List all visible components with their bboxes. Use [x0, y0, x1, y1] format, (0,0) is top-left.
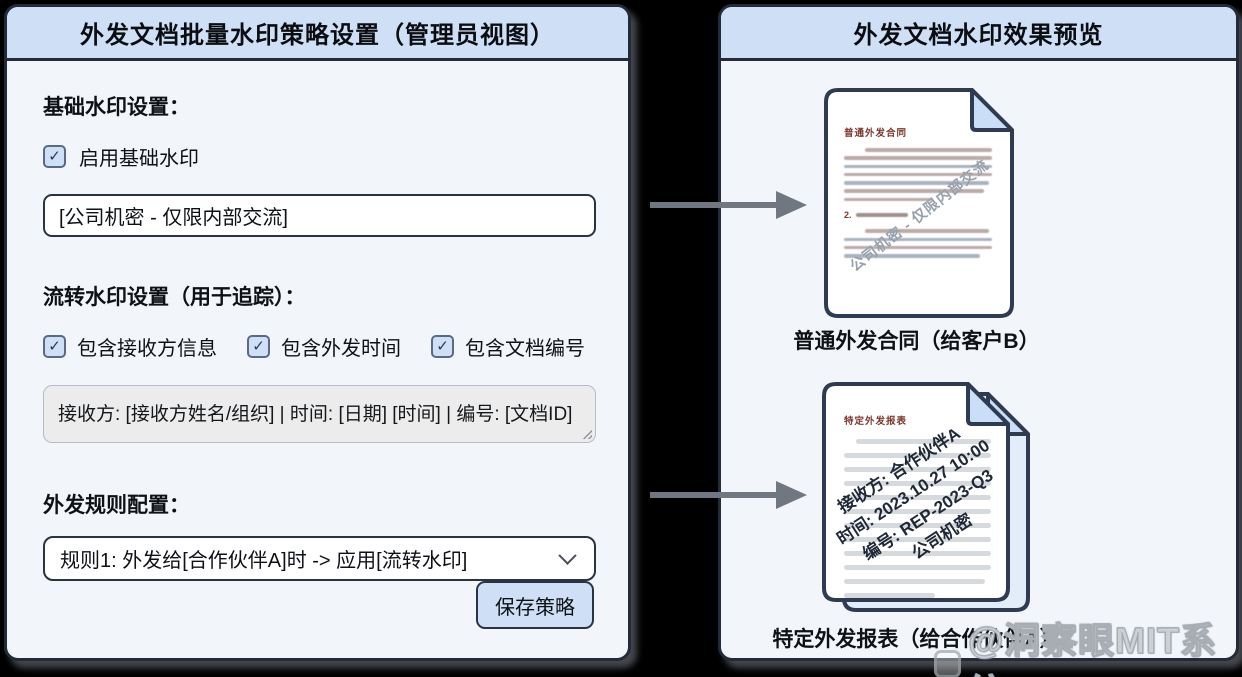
chevron-down-icon [558, 546, 577, 565]
arrow-head-icon [776, 481, 807, 509]
arrow-head-icon [776, 191, 807, 219]
enable-basic-watermark-row: 启用基础水印 [43, 142, 596, 171]
report-doc-content: 特定外发报表 [821, 381, 1033, 617]
enable-basic-watermark-label: 启用基础水印 [79, 148, 199, 170]
contract-section-heading: 2. [844, 210, 995, 220]
watermark-settings-panel: 外发文档批量水印策略设置（管理员视图） 基础水印设置： 启用基础水印 流转水印设… [4, 4, 631, 661]
enable-basic-watermark-checkbox[interactable] [43, 145, 66, 168]
include-recipient-option: 包含接收方信息 [43, 332, 217, 361]
preview-panel-header: 外发文档水印效果预览 [721, 7, 1236, 61]
basic-watermark-section-label: 基础水印设置： [43, 96, 190, 119]
include-recipient-label: 包含接收方信息 [77, 338, 217, 360]
flow-arrow-bottom [650, 481, 810, 509]
settings-panel-title: 外发文档批量水印策略设置（管理员视图） [80, 22, 555, 49]
outbound-rules-section-label: 外发规则配置： [43, 494, 190, 517]
arrow-shaft [650, 202, 778, 208]
document-preview-report: 特定外发报表 [821, 381, 1033, 617]
report-body-lines [844, 439, 991, 598]
flow-watermark-options-row: 包含接收方信息 包含外发时间 包含文档编号 [43, 332, 596, 361]
watermark-preview-panel: 外发文档水印效果预览 普通外发合同 [718, 4, 1239, 661]
outbound-rule-selected-option: 规则1: 外发给[合作伙伴A]时 -> 应用[流转水印] [60, 550, 468, 572]
preview-panel-title: 外发文档水印效果预览 [853, 22, 1104, 49]
document-outline-icon [824, 88, 1014, 318]
report-caption: 特定外发报表（给合作伙伴A） [772, 628, 1061, 651]
textarea-resize-handle[interactable] [581, 428, 592, 439]
save-policy-button[interactable]: 保存策略 [476, 581, 594, 629]
stacked-document-outline-icon [822, 382, 1030, 612]
include-send-time-label: 包含外发时间 [281, 338, 401, 360]
contract-doc-title: 普通外发合同 [844, 128, 908, 139]
arrow-shaft [650, 492, 778, 498]
include-recipient-checkbox[interactable] [43, 335, 66, 358]
flow-watermark-section-label: 流转水印设置（用于追踪）： [43, 286, 306, 309]
contract-body-paragraph-2 [844, 229, 995, 258]
report-doc-title: 特定外发报表 [844, 416, 908, 427]
include-doc-id-label: 包含文档编号 [465, 338, 585, 360]
settings-panel-header: 外发文档批量水印策略设置（管理员视图） [7, 7, 628, 61]
flow-watermark-template-text: 接收方: [接收方姓名/组织] | 时间: [日期] [时间] | 编号: [文… [58, 404, 573, 425]
include-doc-id-checkbox[interactable] [431, 335, 454, 358]
contract-body-paragraph [844, 148, 995, 202]
basic-watermark-text-input[interactable] [43, 194, 596, 237]
include-send-time-option: 包含外发时间 [247, 332, 401, 361]
contract-caption: 普通外发合同（给客户B） [793, 330, 1040, 353]
include-doc-id-option: 包含文档编号 [431, 332, 585, 361]
outbound-rule-select[interactable]: 规则1: 外发给[合作伙伴A]时 -> 应用[流转水印] [43, 536, 596, 581]
contract-doc-content: 普通外发合同 2. [823, 87, 1015, 319]
preview-area: 普通外发合同 2. [721, 61, 1236, 658]
document-preview-contract: 普通外发合同 2. [823, 87, 1015, 319]
blurred-heading-bar [855, 213, 908, 218]
flow-watermark-template-textarea[interactable]: 接收方: [接收方姓名/组织] | 时间: [日期] [时间] | 编号: [文… [43, 385, 596, 443]
flow-arrow-top [650, 191, 810, 219]
include-send-time-checkbox[interactable] [247, 335, 270, 358]
settings-form: 基础水印设置： 启用基础水印 流转水印设置（用于追踪）： 包含接收方信息 包含外… [7, 61, 628, 658]
